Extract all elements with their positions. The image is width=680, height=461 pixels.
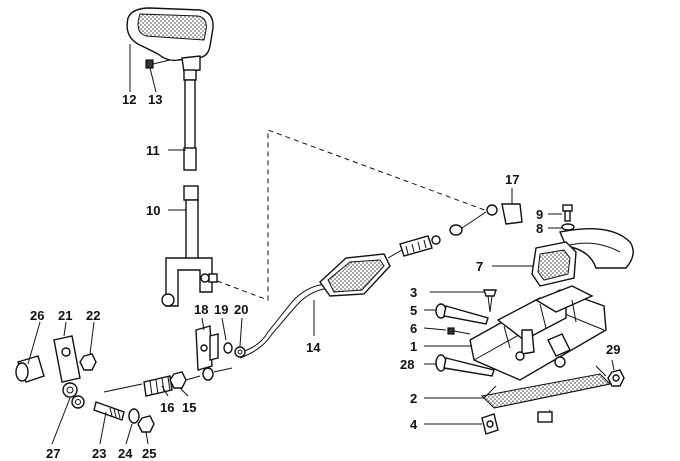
adjuster-pin	[93, 401, 155, 433]
callout-13: 13	[148, 92, 162, 107]
callout-24: 24	[118, 446, 133, 461]
callout-16: 16	[160, 400, 174, 415]
callout-2: 2	[410, 391, 417, 406]
callout-6: 6	[410, 321, 417, 336]
cable-clip	[501, 203, 523, 225]
callout-10: 10	[146, 203, 160, 218]
callout-12: 12	[122, 92, 136, 107]
leader-lines	[27, 44, 615, 445]
callout-11: 11	[146, 143, 160, 158]
callout-17: 17	[505, 172, 519, 187]
callout-labels: 12 13 11 10 17 9 8 7 3 5 6 1 28 29 2 4 1…	[30, 92, 620, 461]
callout-3: 3	[410, 285, 417, 300]
knob-screw	[145, 59, 171, 69]
callout-27: 27	[46, 446, 60, 461]
callout-18: 18	[194, 302, 208, 317]
lever-assembly	[15, 335, 97, 409]
hex-nut	[607, 369, 625, 387]
cable-end-spring	[103, 367, 233, 397]
small-bolt	[447, 327, 471, 335]
callout-23: 23	[92, 446, 106, 461]
bolt-lower	[435, 354, 495, 377]
callout-28: 28	[400, 357, 414, 372]
callout-21: 21	[58, 308, 72, 323]
clip-nut	[481, 413, 499, 435]
gear-cover	[531, 227, 634, 287]
callout-1: 1	[410, 339, 417, 354]
callout-25: 25	[142, 446, 156, 461]
callout-20: 20	[234, 302, 248, 317]
callout-14: 14	[306, 340, 321, 355]
bolt-upper	[435, 303, 489, 325]
alignment-guide	[216, 129, 491, 301]
shift-knob	[126, 7, 214, 81]
callout-9: 9	[536, 207, 543, 222]
callout-26: 26	[30, 308, 44, 323]
screw-and-washer	[561, 204, 575, 231]
callout-29: 29	[606, 342, 620, 357]
selector-cable	[239, 204, 498, 359]
callout-7: 7	[476, 259, 483, 274]
callout-8: 8	[536, 221, 543, 236]
selector-housing	[469, 285, 607, 381]
shift-rod-upper	[183, 79, 197, 171]
callout-15: 15	[182, 400, 196, 415]
callout-19: 19	[214, 302, 228, 317]
callout-4: 4	[410, 417, 418, 432]
mounting-screw	[483, 289, 497, 313]
shift-lever	[161, 185, 218, 307]
callout-5: 5	[410, 303, 417, 318]
base-plate	[480, 365, 612, 423]
cable-bracket	[195, 325, 246, 371]
callout-22: 22	[86, 308, 100, 323]
